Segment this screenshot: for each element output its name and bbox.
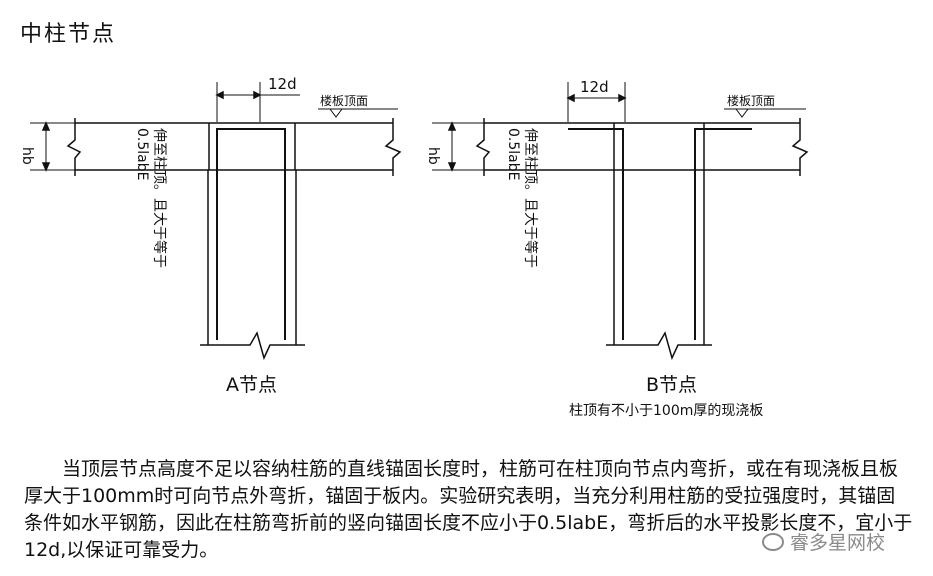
node-a-label: A节点 bbox=[226, 374, 277, 396]
node-b-drawing bbox=[432, 82, 809, 361]
node-a-note-cn: 伸至柱顶。且大于等于 bbox=[151, 128, 168, 268]
node-b-dim-12d: 12d bbox=[580, 78, 609, 96]
node-b-note-latin: 0.5labE bbox=[505, 128, 521, 180]
explanation-paragraph: 当顶层节点高度不足以容纳柱筋的直线锚固长度时，柱筋可在柱顶向节点内弯折，或在有现… bbox=[24, 458, 913, 561]
column-joint-diagram: 12d 12d 楼板顶面 楼板顶面 hb hb 0.5labE 伸至柱顶。且大于… bbox=[19, 75, 809, 361]
node-a-dim-12d: 12d bbox=[268, 75, 297, 93]
node-b-floor-top-label: 楼板顶面 bbox=[727, 93, 775, 108]
node-b-note-cn: 伸至柱顶。且大于等于 bbox=[522, 128, 539, 268]
node-a-drawing bbox=[30, 82, 402, 361]
node-a-floor-top-label: 楼板顶面 bbox=[320, 93, 368, 108]
node-a-hb-label: hb bbox=[19, 147, 35, 165]
node-a-note-latin: 0.5labE bbox=[134, 128, 150, 180]
watermark: 睿多星网校 bbox=[762, 528, 885, 555]
node-b-sublabel: 柱顶有不小于100m厚的现浇板 bbox=[569, 403, 764, 419]
node-b-hb-label: hb bbox=[425, 147, 441, 165]
page-title: 中柱节点 bbox=[20, 22, 117, 47]
node-b-label: B节点 bbox=[646, 374, 698, 396]
wechat-icon bbox=[762, 532, 784, 551]
watermark-text: 睿多星网校 bbox=[790, 532, 886, 554]
